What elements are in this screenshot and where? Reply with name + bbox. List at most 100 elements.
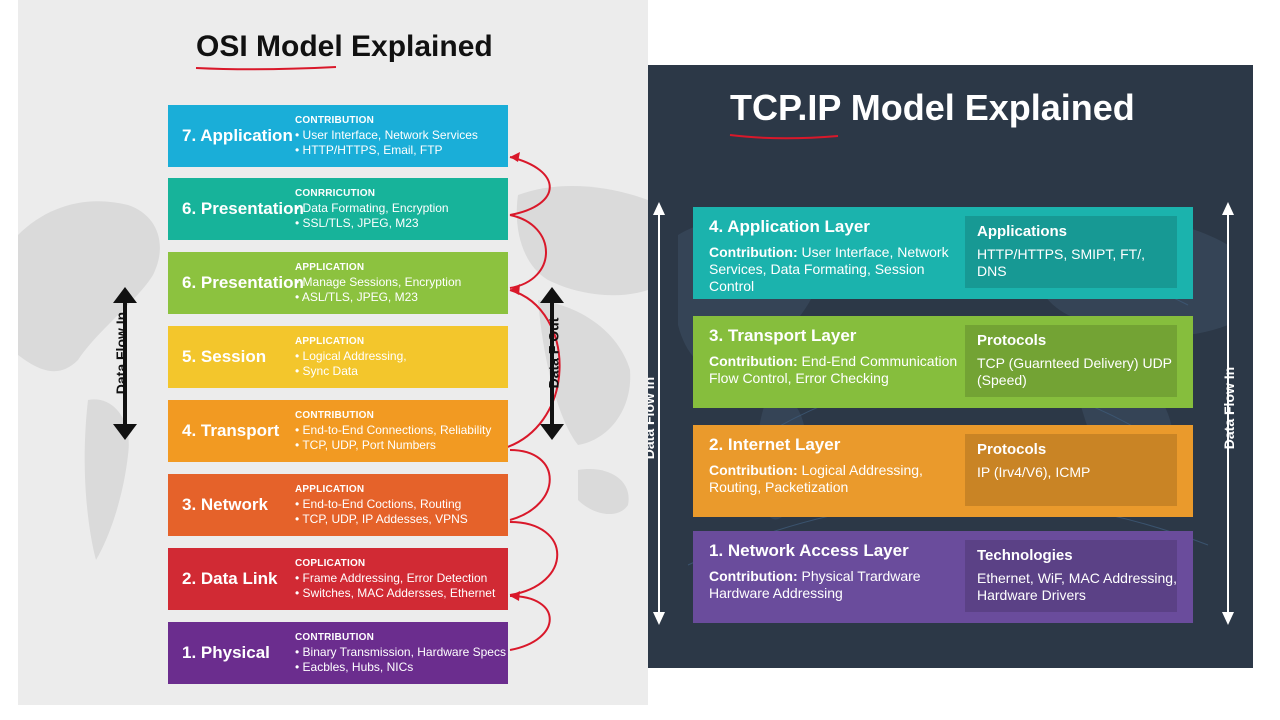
tcp-layer-box: Protocols TCP (Guarnteed Delivery) UDP (… <box>965 325 1177 397</box>
osi-layer-physical: 1. Physical CONTRIBUTION Binary Transmis… <box>168 622 508 684</box>
osi-layer-data-link: 2. Data Link COPLICATION Frame Addressin… <box>168 548 508 610</box>
tcp-layer-contribution: Contribution: End-End Communication Flow… <box>709 353 964 387</box>
tcp-layer-transport: 3. Transport Layer Contribution: End-End… <box>693 316 1193 408</box>
tcp-left-arrow-down <box>653 612 665 625</box>
osi-layer-name: 1. Physical <box>182 643 270 662</box>
tcpip-panel: TCP.IP Model Explained Data Flow In Data… <box>648 65 1253 668</box>
osi-title: OSI Model Explained <box>196 30 493 63</box>
data-flow-in-label: Data Flow In <box>113 311 130 395</box>
tcp-title-underline <box>729 134 839 140</box>
tcp-layer-box: Protocols IP (Irv4/V6), ICMP <box>965 434 1177 506</box>
flow-curve-1 <box>509 595 551 651</box>
tcp-layer-name: 4. Application Layer <box>709 217 870 236</box>
contribution-text: Logical Addressing, Routing, Packetizati… <box>709 462 923 495</box>
osi-layer-name: 4. Transport <box>182 421 280 440</box>
flow-curve-5 <box>509 214 547 289</box>
osi-layer-name: 5. Session <box>182 347 267 366</box>
tcp-box-text: IP (Irv4/V6), ICMP <box>977 464 1091 480</box>
contribution-label: Contribution: <box>709 462 798 478</box>
osi-layer-heading: CONRRICUTION <box>295 188 376 199</box>
tcp-layer-box: Technologies Ethernet, WiF, MAC Addressi… <box>965 540 1177 612</box>
tcp-right-arrow-up <box>1222 202 1234 215</box>
osi-layer-line: Sync Data <box>295 364 407 379</box>
osi-layer-presentation: 6. Presentation CONRRICUTION Data Format… <box>168 178 508 240</box>
contribution-text: End-End Communication Flow Control, Erro… <box>709 353 958 386</box>
osi-layer-name: 3. Network <box>182 495 268 514</box>
flow-arrowhead-1 <box>510 152 520 162</box>
osi-layer-name: 6. Presentation <box>182 199 304 218</box>
tcp-layer-name: 1. Network Access Layer <box>709 541 909 560</box>
osi-layer-line: Data Formating, Encryption <box>295 201 449 216</box>
osi-layer-detail: CONTRIBUTION End-to-End Connections, Rel… <box>295 408 491 453</box>
tcpip-title: TCP.IP Model Explained <box>730 87 1135 128</box>
osi-layer-heading: CONTRIBUTION <box>295 410 375 421</box>
osi-layer-detail: CONTRIBUTION User Interface, Network Ser… <box>295 113 478 158</box>
osi-layer-line: TCP, UDP, IP Addesses, VPNS <box>295 512 467 527</box>
osi-layer-name: 6. Presentation <box>182 273 304 292</box>
flow-curve-3 <box>509 449 551 521</box>
osi-layer-name: 2. Data Link <box>182 569 278 588</box>
osi-layer-line: End-to-End Connections, Reliability <box>295 423 492 438</box>
osi-layer-line: Binary Transmission, Hardware Specs <box>295 645 506 660</box>
tcp-box-title: Technologies <box>977 547 1073 564</box>
osi-layer-transport: 4. Transport CONTRIBUTION End-to-End Con… <box>168 400 508 462</box>
flow-curve-6 <box>509 156 551 216</box>
osi-layer-line: User Interface, Network Services <box>295 128 478 143</box>
tcp-box-text: TCP (Guarnteed Delivery) UDP (Speed) <box>977 355 1172 388</box>
world-map-background <box>18 185 648 560</box>
osi-layer-detail: APPLICATION End-to-End Coctions, Routing… <box>295 482 468 527</box>
osi-layer-line: Frame Addressing, Error Detection <box>295 571 495 586</box>
osi-layer-line: Eacbles, Hubs, NICs <box>295 660 506 675</box>
tcp-layer-box: Applications HTTP/HTTPS, SMIPT, FT/, DNS <box>965 216 1177 288</box>
data-flow-in-arrow-up <box>113 287 137 303</box>
tcp-box-title: Protocols <box>977 441 1047 458</box>
tcp-data-flow-in-right: Data Flow In <box>1221 366 1238 450</box>
contribution-label: Contribution: <box>709 244 798 260</box>
osi-layer-network: 3. Network APPLICATION End-to-End Coctio… <box>168 474 508 536</box>
tcp-layer-internet: 2. Internet Layer Contribution: Logical … <box>693 425 1193 517</box>
tcp-layer-name: 3. Transport Layer <box>709 326 857 345</box>
osi-layer-heading: COPLICATION <box>295 558 366 569</box>
osi-layer-application: 7. Application CONTRIBUTION User Interfa… <box>168 105 508 167</box>
tcp-layer-contribution: Contribution: Logical Addressing, Routin… <box>709 462 964 496</box>
tcp-left-arrow-up <box>653 202 665 215</box>
flow-arrowhead-2 <box>510 284 520 295</box>
osi-layer-line: Logical Addressing, <box>295 349 407 364</box>
osi-layer-line: HTTP/HTTPS, Email, FTP <box>295 143 478 158</box>
osi-layer-detail: APPLICATION Logical Addressing, Sync Dat… <box>295 334 407 379</box>
tcp-layer-network-access: 1. Network Access Layer Contribution: Ph… <box>693 531 1193 623</box>
contribution-text: User Interface, Network Services, Data F… <box>709 244 949 294</box>
osi-layer-heading: APPLICATION <box>295 336 365 347</box>
tcp-layer-application: 4. Application Layer Contribution: User … <box>693 207 1193 299</box>
osi-layer-heading: CONTRIBUTION <box>295 115 375 126</box>
data-flow-out-arrow-down <box>540 424 564 440</box>
osi-layer-heading: APPLICATION <box>295 484 365 495</box>
osi-layer-heading: CONTRIBUTION <box>295 632 375 643</box>
osi-layer-line: SSL/TLS, JPEG, M23 <box>295 216 449 231</box>
tcp-box-title: Protocols <box>977 332 1047 349</box>
contribution-text: Physical Trardware Hardware Addressing <box>709 568 921 601</box>
data-flow-out-label: Data F Out <box>545 317 562 389</box>
tcp-box-text: Ethernet, WiF, MAC Addressing, Hardware … <box>977 570 1177 603</box>
osi-layer-detail: APPLICATION Manage Sessions, Encryption … <box>295 260 461 305</box>
osi-layer-line: Manage Sessions, Encryption <box>295 275 462 290</box>
osi-layer-line: Switches, MAC Addersses, Ethernet <box>295 586 496 601</box>
osi-layer-detail: COPLICATION Frame Addressing, Error Dete… <box>295 556 495 601</box>
osi-layer-heading: APPLICATION <box>295 262 365 273</box>
tcp-layer-contribution: Contribution: Physical Trardware Hardwar… <box>709 568 964 602</box>
osi-layer-line: End-to-End Coctions, Routing <box>295 497 468 512</box>
osi-layer-name: 7. Application <box>182 126 293 145</box>
tcp-layer-name: 2. Internet Layer <box>709 435 841 454</box>
tcp-layer-contribution: Contribution: User Interface, Network Se… <box>709 244 964 295</box>
osi-layer-detail: CONRRICUTION Data Formating, Encryption … <box>295 186 449 231</box>
osi-layer-line: TCP, UDP, Port Numbers <box>295 438 491 453</box>
data-flow-in-arrow-down <box>113 424 137 440</box>
contribution-label: Contribution: <box>709 568 798 584</box>
osi-layer-line: ASL/TLS, JPEG, M23 <box>295 290 461 305</box>
tcp-box-title: Applications <box>977 223 1068 240</box>
osi-layer-detail: CONTRIBUTION Binary Transmission, Hardwa… <box>295 630 506 675</box>
data-flow-out-arrow-up <box>540 287 564 303</box>
osi-layer-session: 5. Session APPLICATION Logical Addressin… <box>168 326 508 388</box>
contribution-label: Contribution: <box>709 353 798 369</box>
title-underline <box>195 66 337 71</box>
